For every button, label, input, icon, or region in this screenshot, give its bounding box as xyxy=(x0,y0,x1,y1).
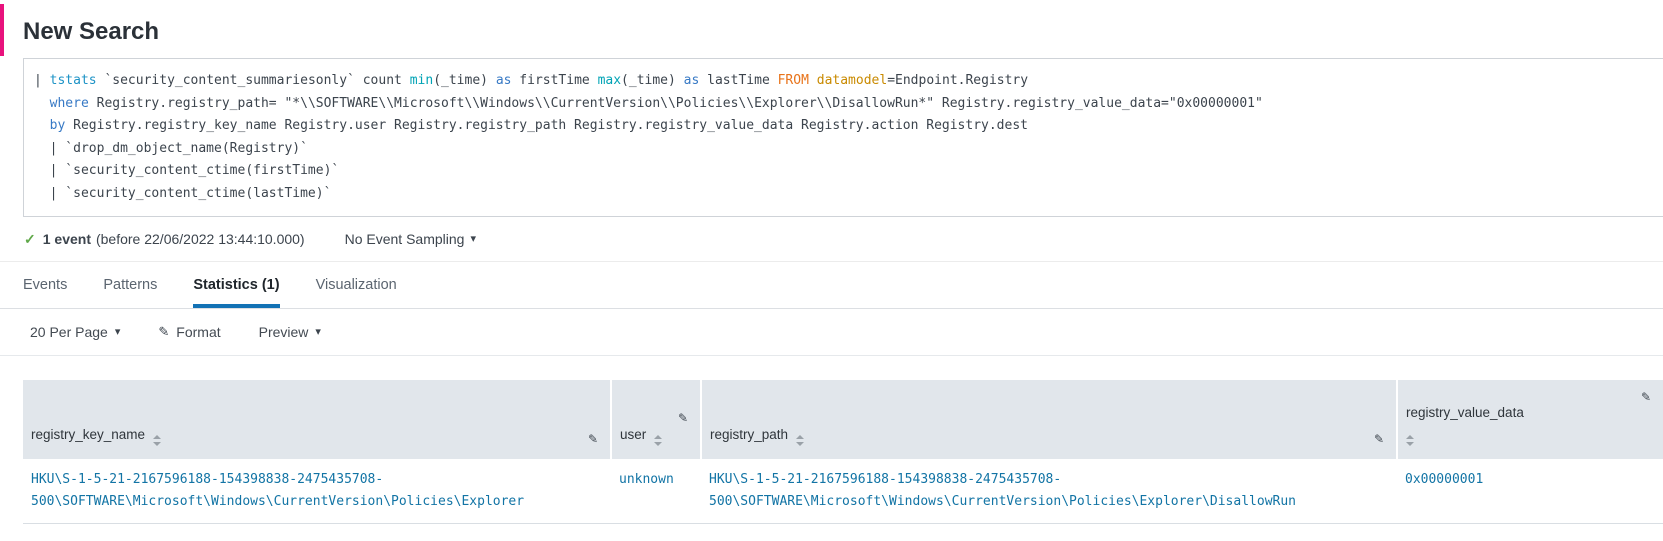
cell-value-link[interactable]: 0x00000001 xyxy=(1405,472,1484,487)
sort-icon xyxy=(654,435,663,446)
query-line: | `security_content_ctime(firstTime)` xyxy=(34,163,340,178)
cell-value-link[interactable]: HKU\S-1-5-21-2167596188-154398838-247543… xyxy=(31,472,525,509)
search-query-editor[interactable]: | tstats `security_content_summariesonly… xyxy=(23,58,1663,217)
preview-dropdown[interactable]: Preview ▾ xyxy=(259,324,321,340)
per-page-dropdown[interactable]: 20 Per Page ▾ xyxy=(30,324,120,340)
tab-label: Events xyxy=(23,277,68,293)
results-toolbar: 20 Per Page ▾ ✎ Format Preview ▾ xyxy=(0,309,1663,356)
format-label: Format xyxy=(176,324,221,340)
search-status-bar: ✓ 1 event (before 22/06/2022 13:44:10.00… xyxy=(0,217,1663,261)
page-title: New Search xyxy=(23,18,160,45)
caret-down-icon: ▾ xyxy=(470,232,476,245)
table-row: HKU\S-1-5-21-2167596188-154398838-247543… xyxy=(23,459,1663,524)
table-header-row: registry_key_name ✎ user ✎ registry_path… xyxy=(23,380,1663,459)
format-button[interactable]: ✎ Format xyxy=(158,324,220,340)
sort-icon xyxy=(153,435,162,446)
cell-registry_key_name: HKU\S-1-5-21-2167596188-154398838-247543… xyxy=(23,459,611,524)
page-header: New Search xyxy=(0,0,1663,58)
column-header-registry_path[interactable]: registry_path ✎ xyxy=(701,380,1398,459)
success-check-icon: ✓ xyxy=(24,230,36,247)
search-query: | tstats `security_content_summariesonly… xyxy=(34,70,1654,205)
tab-label: Visualization xyxy=(315,277,397,293)
column-header-registry_value_data[interactable]: registry_value_data ✎ xyxy=(1397,380,1663,459)
preview-label: Preview xyxy=(258,324,309,340)
query-line: where Registry.registry_path= "*\\SOFTWA… xyxy=(49,95,1263,111)
app-accent-bar xyxy=(0,4,4,56)
event-sampling-dropdown[interactable]: No Event Sampling ▾ xyxy=(345,231,476,247)
event-sampling-label: No Event Sampling xyxy=(344,231,465,247)
tab-visualization[interactable]: Visualization xyxy=(316,262,397,308)
caret-down-icon: ▾ xyxy=(315,325,321,338)
edit-column-icon[interactable]: ✎ xyxy=(677,411,688,425)
event-time-note: (before 22/06/2022 13:44:10.000) xyxy=(95,231,305,247)
results-tab-bar: Events Patterns Statistics (1) Visualiza… xyxy=(0,261,1663,309)
sort-icon xyxy=(1406,435,1414,446)
query-line: by Registry.registry_key_name Registry.u… xyxy=(49,118,1028,133)
query-line: | tstats `security_content_summariesonly… xyxy=(34,73,1029,88)
cell-registry_path: HKU\S-1-5-21-2167596188-154398838-247543… xyxy=(701,459,1397,524)
cell-value-link[interactable]: HKU\S-1-5-21-2167596188-154398838-247543… xyxy=(709,472,1296,509)
edit-column-icon[interactable]: ✎ xyxy=(587,432,598,446)
cell-user: unknown xyxy=(611,459,701,524)
sort-icon xyxy=(796,435,805,446)
column-label: registry_path xyxy=(710,427,789,442)
query-line: | `security_content_ctime(lastTime)` xyxy=(34,185,332,201)
column-label: user xyxy=(620,427,647,442)
column-header-registry_key_name[interactable]: registry_key_name ✎ xyxy=(23,380,612,459)
pencil-icon: ✎ xyxy=(158,324,170,339)
tab-statistics[interactable]: Statistics (1) xyxy=(193,262,280,308)
caret-down-icon: ▾ xyxy=(114,325,121,338)
edit-column-icon[interactable]: ✎ xyxy=(1640,390,1651,404)
column-header-user[interactable]: user ✎ xyxy=(611,380,702,459)
edit-column-icon[interactable]: ✎ xyxy=(1373,432,1384,446)
column-label: registry_key_name xyxy=(31,427,146,442)
tab-patterns[interactable]: Patterns xyxy=(103,262,157,308)
cell-value-link[interactable]: unknown xyxy=(619,472,674,487)
query-line: | `drop_dm_object_name(Registry)` xyxy=(34,140,308,156)
statistics-table: registry_key_name ✎ user ✎ registry_path… xyxy=(23,380,1663,524)
cell-registry_value_data: 0x00000001 xyxy=(1397,459,1663,524)
tab-events[interactable]: Events xyxy=(23,262,67,308)
tab-label: Patterns xyxy=(103,277,158,293)
tab-label: Statistics (1) xyxy=(193,277,280,293)
event-count-link[interactable]: 1 event xyxy=(42,231,91,247)
column-label: registry_value_data xyxy=(1406,405,1524,420)
per-page-label: 20 Per Page xyxy=(30,324,108,340)
